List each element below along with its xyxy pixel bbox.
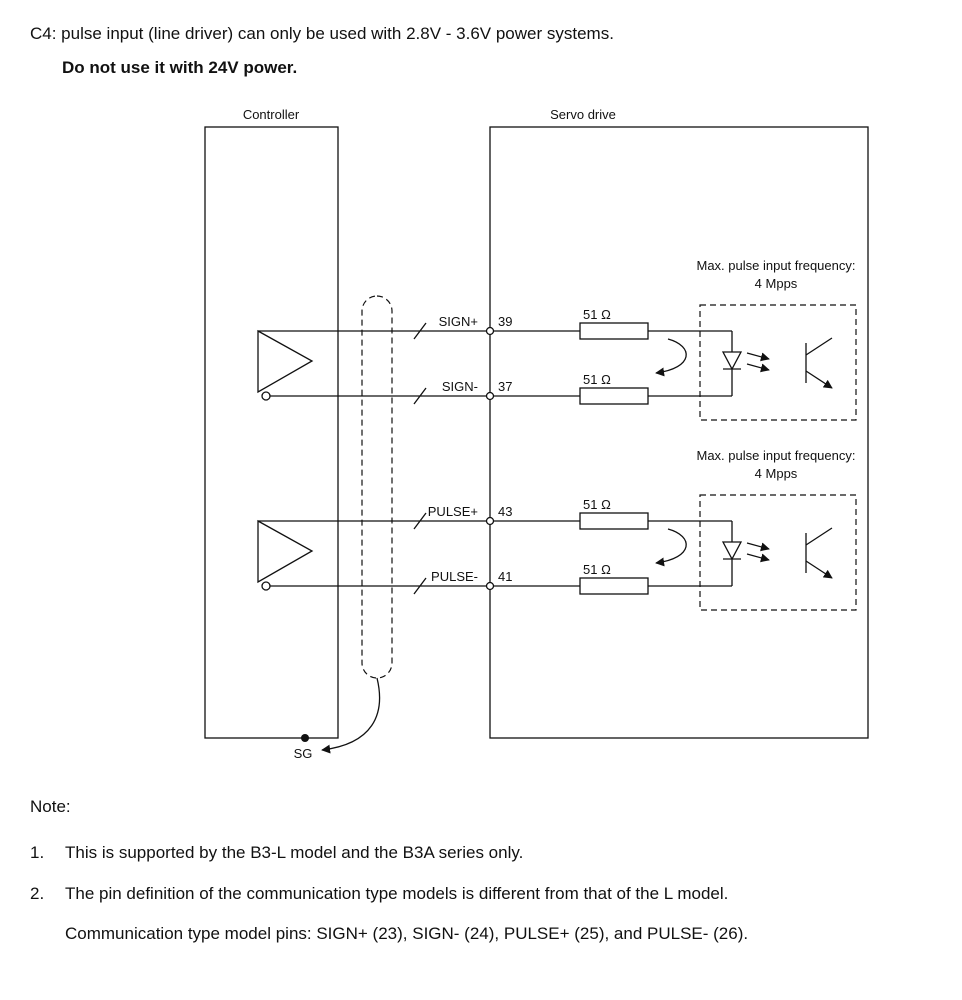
current-loop-arrow bbox=[655, 528, 687, 567]
twisted-pair-marks bbox=[413, 322, 427, 405]
line-driver-triangle bbox=[257, 519, 314, 584]
phototransistor-emitter bbox=[805, 370, 833, 389]
plus-pin-number: 39 bbox=[498, 314, 512, 329]
plus-signal-label: PULSE+ bbox=[428, 504, 478, 519]
pin-terminal bbox=[485, 516, 495, 526]
resistor bbox=[579, 512, 649, 530]
note-item: 2. The pin definition of the communicati… bbox=[30, 884, 728, 904]
note-text: This is supported by the B3-L model and … bbox=[65, 843, 524, 862]
max-frequency-label: Max. pulse input frequency: bbox=[697, 258, 856, 273]
resistor bbox=[579, 577, 649, 595]
phototransistor-emitter bbox=[805, 560, 833, 579]
note-title: Note: bbox=[30, 797, 71, 816]
resistor-value: 51 Ω bbox=[583, 562, 611, 577]
note-number: 1. bbox=[30, 843, 45, 862]
inverter-bubble-icon bbox=[261, 391, 271, 401]
minus-signal-label: SIGN- bbox=[442, 379, 478, 394]
servo-internal-wires bbox=[494, 520, 732, 587]
minus-pin-number: 41 bbox=[498, 569, 512, 584]
shield-to-sg-arrow bbox=[321, 677, 381, 754]
phototransistor-collector bbox=[805, 527, 833, 546]
minus-signal-label: PULSE- bbox=[431, 569, 478, 584]
warning-text: Do not use it with 24V power. bbox=[62, 58, 298, 77]
pin-terminal bbox=[485, 581, 495, 591]
resistor bbox=[579, 387, 649, 405]
note-number: 2. bbox=[30, 884, 45, 903]
max-frequency-value: 4 Mpps bbox=[755, 466, 798, 481]
resistor-value: 51 Ω bbox=[583, 372, 611, 387]
sg-node-dot bbox=[301, 734, 309, 742]
intro-text: C4: pulse input (line driver) can only b… bbox=[30, 24, 614, 43]
twisted-pair-marks bbox=[413, 512, 427, 595]
note-item: 1. This is supported by the B3-L model a… bbox=[30, 843, 523, 863]
controller-label: Controller bbox=[243, 107, 300, 122]
minus-pin-number: 37 bbox=[498, 379, 512, 394]
line-driver-triangle bbox=[257, 329, 314, 394]
resistor-value: 51 Ω bbox=[583, 307, 611, 322]
led-diode-icon bbox=[721, 541, 743, 561]
controller-box bbox=[204, 126, 339, 739]
signal-channel-sign: SIGN+ 39 SIGN- 37 51 Ω 51 Ω Max. pulse i… bbox=[257, 258, 857, 421]
max-frequency-value: 4 Mpps bbox=[755, 276, 798, 291]
note-text: The pin definition of the communication … bbox=[65, 884, 729, 903]
max-frequency-label: Max. pulse input frequency: bbox=[697, 448, 856, 463]
note-number bbox=[30, 924, 65, 944]
light-arrow-icon bbox=[746, 352, 770, 362]
current-loop-arrow bbox=[655, 338, 687, 377]
servo-drive-label: Servo drive bbox=[550, 107, 616, 122]
sg-label: SG bbox=[294, 746, 313, 761]
plus-pin-number: 43 bbox=[498, 504, 512, 519]
led-diode-icon bbox=[721, 351, 743, 371]
light-arrow-icon bbox=[746, 553, 770, 563]
optocoupler-box bbox=[699, 494, 857, 611]
servo-internal-wires bbox=[494, 330, 732, 397]
plus-signal-label: SIGN+ bbox=[439, 314, 478, 329]
note-item: Communication type model pins: SIGN+ (23… bbox=[30, 924, 748, 944]
resistor bbox=[579, 322, 649, 340]
cable-shield bbox=[361, 295, 393, 679]
pin-terminal bbox=[485, 326, 495, 336]
servo-drive-box bbox=[489, 126, 869, 739]
light-arrow-icon bbox=[746, 363, 770, 373]
note-text: Communication type model pins: SIGN+ (23… bbox=[65, 924, 749, 943]
pin-terminal bbox=[485, 391, 495, 401]
phototransistor-collector bbox=[805, 337, 833, 356]
optocoupler-box bbox=[699, 304, 857, 421]
inverter-bubble-icon bbox=[261, 581, 271, 591]
light-arrow-icon bbox=[746, 542, 770, 552]
signal-channel-pulse: PULSE+ 43 PULSE- 41 51 Ω 51 Ω Max. pulse… bbox=[257, 448, 857, 611]
resistor-value: 51 Ω bbox=[583, 497, 611, 512]
